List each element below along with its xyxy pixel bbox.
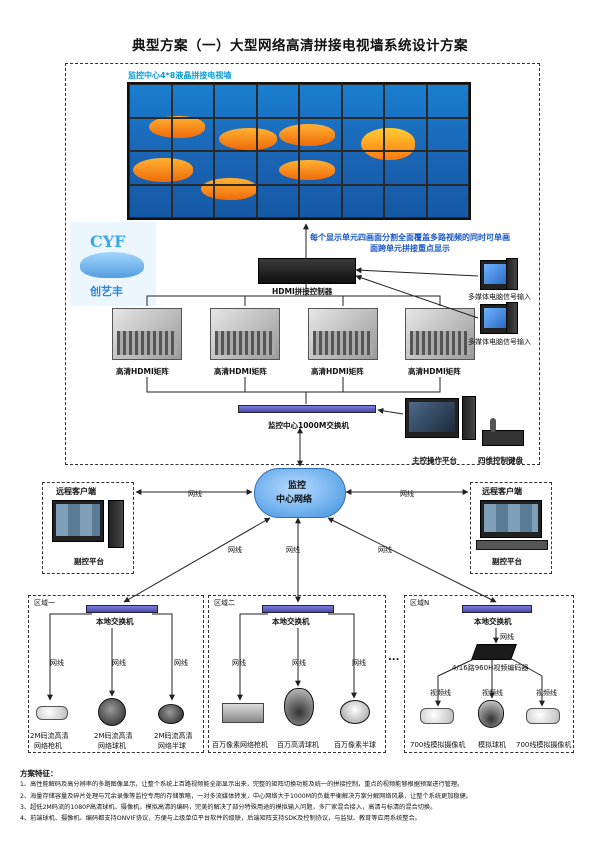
- feature-item: 1、高性能解码及高分辨率的多路图像显示，让整个系统上百路视频能全部显示出来，完整…: [20, 781, 464, 789]
- areaN-title: 区域N: [410, 599, 430, 607]
- speed-dome-icon: [284, 688, 314, 726]
- fish-image: [279, 124, 335, 146]
- logo-swoosh: [80, 252, 144, 278]
- area1-device-label: 2M码流高清: [154, 732, 193, 740]
- features-section: 方案特征： 1、高性能解码及高分辨率的多路图像显示，让整个系统上百路视频能全部显…: [20, 768, 585, 824]
- areaN-switch-device: [462, 605, 532, 613]
- center-switch-label: 监控中心1000M交换机: [268, 421, 349, 430]
- matrix-label: 高清HDMI矩阵: [311, 367, 364, 376]
- video-line-label: 视频线: [430, 689, 451, 697]
- console-monitor: [405, 398, 459, 438]
- feature-item: 4、前端球机、摄像机、编码都支持ONVIF协议，方便与上级单位平台软件的级联，后…: [20, 815, 421, 823]
- area1-device-label: 2M码流高清: [30, 732, 69, 740]
- area2-link: 网线: [232, 659, 246, 667]
- area2-switch-device: [262, 605, 334, 613]
- matrix-device: [210, 308, 280, 360]
- area2-device-label: 百万像素半球: [334, 741, 376, 749]
- area2-device-label: 百万像素网络枪机: [212, 741, 268, 749]
- pc-input-label: 多媒体电脑信号输入: [468, 338, 531, 346]
- analog-camera-icon: [420, 708, 454, 724]
- fish-image: [219, 128, 277, 150]
- area1-link: 网线: [112, 659, 126, 667]
- area2-title: 区域二: [214, 599, 235, 607]
- remote-left-monitor: [52, 500, 104, 542]
- pc-tower: [506, 258, 518, 290]
- area2-link: 网线: [292, 659, 306, 667]
- cloud-label-2: 中心网络: [276, 495, 313, 505]
- area2-device-label: 百万高清球机: [277, 741, 319, 749]
- matrix-device: [112, 308, 182, 360]
- area1-link: 网线: [174, 659, 188, 667]
- center-network-cloud: [254, 468, 346, 518]
- features-heading: 方案特征：: [20, 769, 58, 778]
- keyboard-label: 四维控制键盘: [478, 456, 523, 465]
- fish-image: [149, 116, 205, 138]
- box-camera-icon: [222, 703, 264, 723]
- hdmi-controller-label: HDMI拼接控制器: [272, 287, 333, 296]
- console-label: 主控操作平台: [412, 456, 457, 465]
- matrix-label: 高清HDMI矩阵: [116, 367, 169, 376]
- feature-item: 2、海量存储容量及碎片处理与冗余录像等监控专用的存储策略，一对多流媒体转发，中心…: [20, 792, 472, 800]
- encoder-label: 4/16路960H视频编码器: [452, 664, 529, 672]
- remote-left-label: 副控平台: [74, 557, 104, 566]
- page-title: 典型方案（一）大型网络高清拼接电视墙系统设计方案: [132, 38, 468, 54]
- area1-device-label: 网络枪机: [34, 742, 62, 750]
- area1-switch-device: [86, 605, 158, 613]
- console-keyboard: [482, 430, 524, 446]
- area1-box: [28, 595, 204, 753]
- logo-name: 创艺丰: [90, 285, 123, 298]
- fish-image: [201, 178, 257, 200]
- bullet-camera-icon: [36, 706, 68, 720]
- matrix-label: 高清HDMI矩阵: [214, 367, 267, 376]
- cloud-label-1: 监控: [288, 481, 307, 491]
- area1-device-label: 2M码流高清: [94, 732, 133, 740]
- area1-switch-label: 本地交换机: [96, 617, 134, 626]
- area1-device-label: 网络球机: [98, 742, 126, 750]
- matrix-device: [308, 308, 378, 360]
- fish-image: [133, 158, 193, 182]
- joystick-icon: [490, 418, 496, 432]
- ptz-camera-icon: [98, 698, 126, 726]
- remote-right-title: 远程客户端: [482, 487, 522, 496]
- wall-label: 监控中心4*8液晶拼接电视墙: [128, 71, 232, 80]
- wall-note: 每个显示单元四画面分割全面覆盖多路视频的同时可单画面跨单元拼接重点显示: [310, 233, 510, 253]
- link-label: 网线: [286, 546, 300, 554]
- remote-right-label: 副控平台: [492, 557, 522, 566]
- areaN-link: 网线: [500, 633, 514, 641]
- pc-input-label: 多媒体电脑信号输入: [468, 293, 531, 301]
- fish-image: [361, 128, 415, 160]
- remote-left-title: 远程客户端: [56, 487, 96, 496]
- areaN-device-label: 模拟球机: [478, 741, 506, 749]
- hdmi-controller-device: [258, 258, 356, 284]
- area2-switch-label: 本地交换机: [272, 617, 310, 626]
- video-line-label: 视频线: [536, 689, 557, 697]
- matrix-device: [405, 308, 475, 360]
- analog-camera-icon: [526, 708, 560, 724]
- video-wall: [127, 82, 471, 220]
- analog-dome-icon: [478, 700, 504, 728]
- dome-camera-icon: [158, 704, 184, 724]
- area1-title: 区域一: [34, 599, 55, 607]
- center-switch-device: [238, 405, 376, 413]
- area1-device-label: 网络半球: [158, 742, 186, 750]
- fish-image: [279, 160, 335, 180]
- console-tower: [462, 396, 476, 440]
- area2-link: 网线: [352, 659, 366, 667]
- area1-link: 网线: [50, 659, 64, 667]
- pc-tower: [506, 302, 518, 334]
- dome-camera-icon: [340, 700, 370, 724]
- more-areas-ellipsis: ...: [388, 652, 400, 663]
- areaN-device-label: 700线模拟摄像机: [516, 741, 572, 749]
- areaN-switch-label: 本地交换机: [474, 617, 512, 626]
- feature-item: 3、超低2M码流的1080P高清球机、摄像机，模拟高清的编码，完美的解决了部分特…: [20, 803, 437, 811]
- logo-brand: CYF: [90, 232, 126, 251]
- areaN-device-label: 700线模拟摄像机: [410, 741, 466, 749]
- matrix-label: 高清HDMI矩阵: [408, 367, 461, 376]
